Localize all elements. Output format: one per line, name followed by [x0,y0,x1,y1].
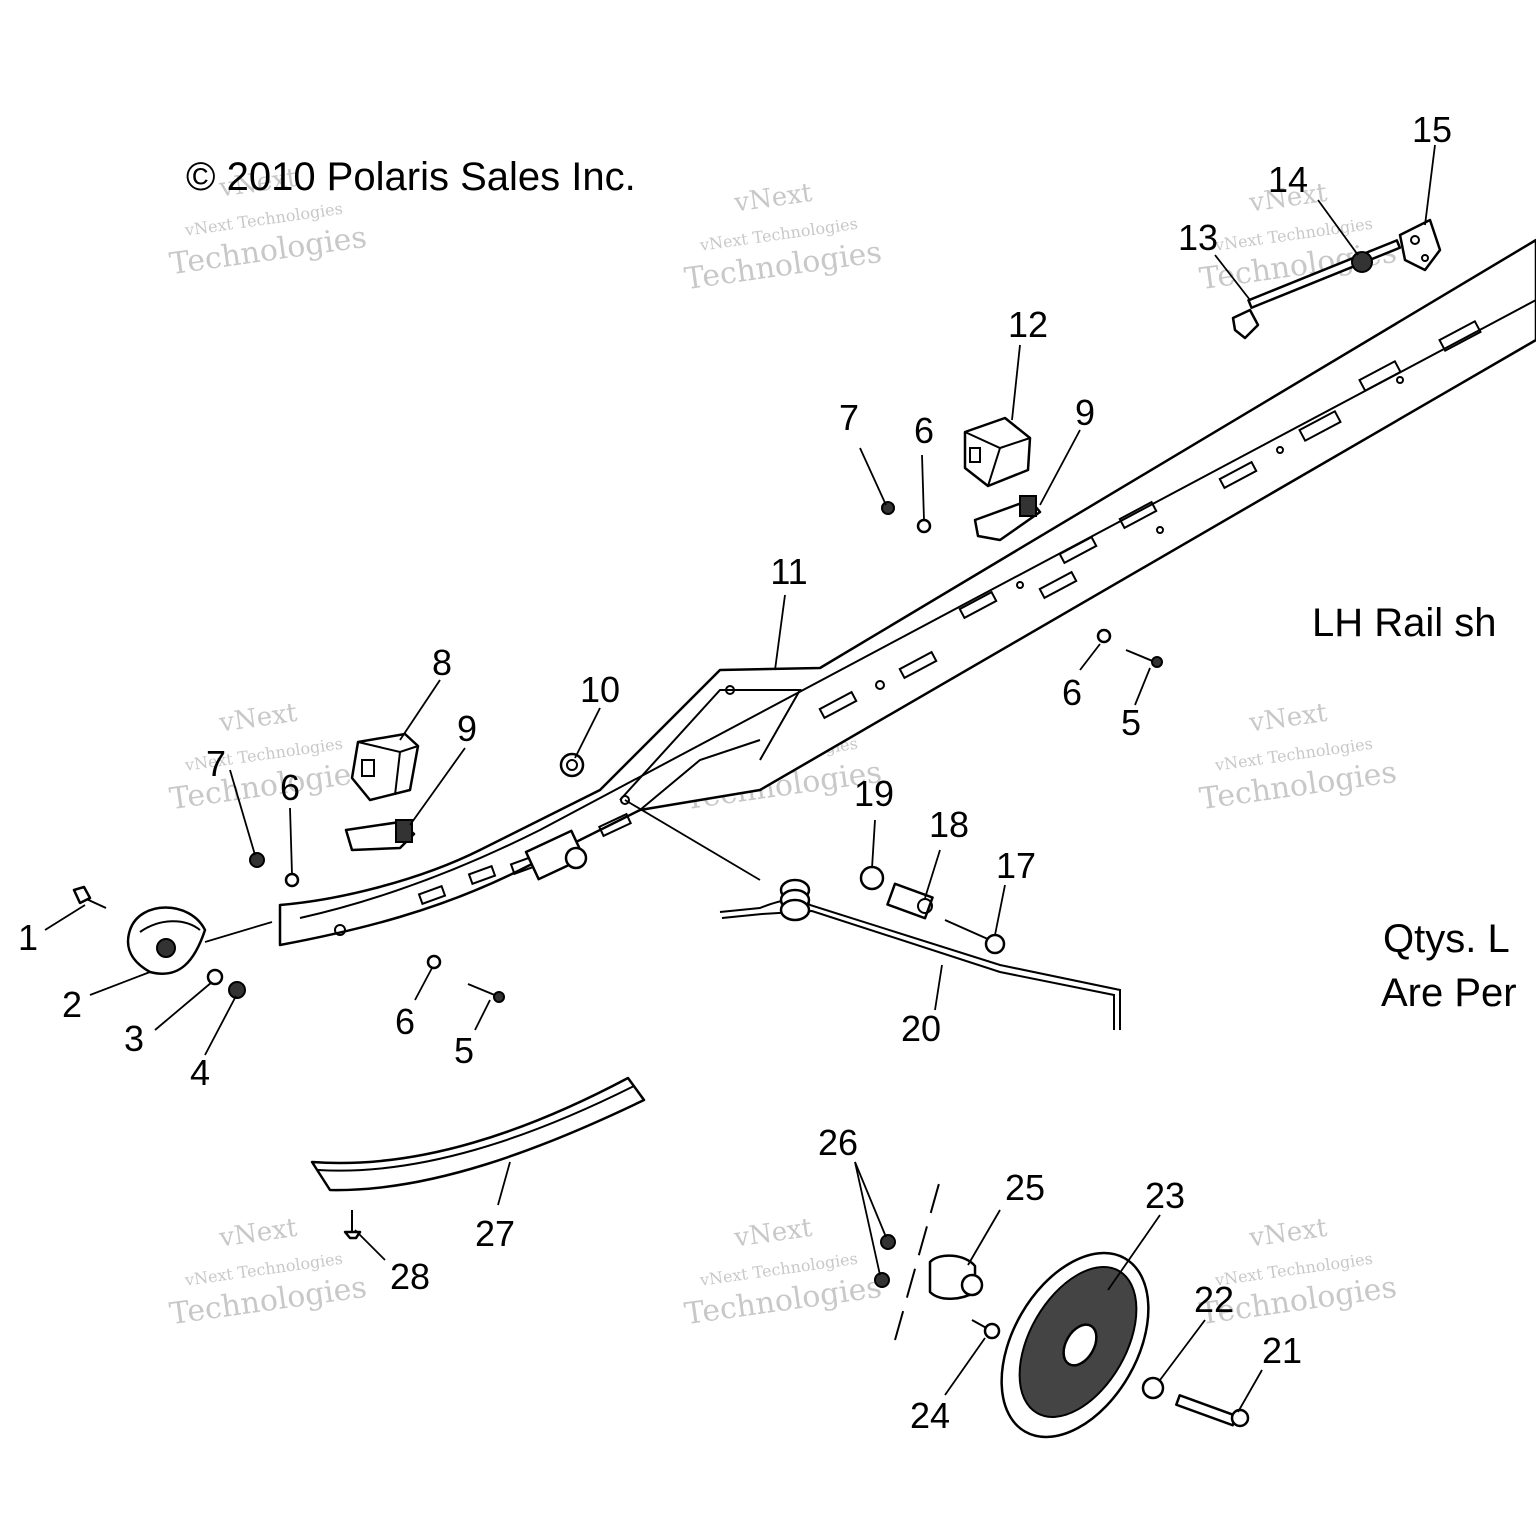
bolt-21 [1175,1394,1250,1428]
callout-18: 18 [929,804,969,845]
insert-upper [973,495,1042,542]
rail-pivot-mount [524,829,586,881]
copyright-text: © 2010 Polaris Sales Inc. [186,155,636,199]
washer-22 [1141,1376,1165,1400]
nut-7-upper [881,501,895,515]
watermark-word: vNext [732,1213,815,1254]
bolt-24 [971,1319,1001,1340]
callout-8: 8 [432,642,452,683]
callout-labels: 15 14 13 12 9 7 6 11 10 8 9 7 6 6 5 19 1… [18,109,1452,1436]
callout-17: 17 [996,845,1036,886]
callout-5-right: 5 [1121,702,1141,743]
callout-1: 1 [18,917,38,958]
watermark-8: vNext vNext Technologies Technologies [682,1213,883,1332]
callout-9-lower: 9 [457,708,477,749]
qty-note-line2: Are Per [1381,971,1517,1015]
callout-21: 21 [1262,1330,1302,1371]
nut-7-lower [249,852,265,868]
callout-14: 14 [1268,159,1308,200]
rear-bracket [1398,218,1442,272]
watermark-word: vNext [1247,698,1330,739]
nut-26-upper [880,1234,896,1250]
callout-25: 25 [1005,1167,1045,1208]
callout-6-lower: 6 [280,767,300,808]
washer-19 [859,865,885,891]
callout-7-lower: 7 [206,743,226,784]
callout-19: 19 [854,773,894,814]
callout-26: 26 [818,1122,858,1163]
slider-block-upper [963,416,1032,488]
callout-6-right: 6 [1062,672,1082,713]
washer-6-lower [284,872,300,888]
front-bolt [72,885,107,909]
callout-10: 10 [580,669,620,710]
callout-27: 27 [475,1213,515,1254]
callout-12: 12 [1008,304,1048,345]
callout-11: 11 [770,551,807,592]
watermark-2: vNext vNext Technologies Technologies [682,178,883,297]
leader-lines [44,144,1436,1413]
rail-side-note: LH Rail sh [1312,601,1497,645]
insert-lower [344,819,416,852]
bushing-18 [886,882,934,920]
nut-26-lower [874,1272,890,1288]
watermark-word: vNext [732,178,815,219]
washer-6-bottom [426,954,442,970]
wear-strip-27 [310,1076,646,1192]
watermark-6: vNext vNext Technologies Technologies [1197,698,1398,817]
callout-13: 13 [1178,217,1218,258]
callout-9-upper: 9 [1075,392,1095,433]
watermark-4: vNext vNext Technologies Technologies [167,698,368,817]
callout-15: 15 [1412,109,1452,150]
bolt-5-bottom [467,983,505,1003]
callout-5-bottom: 5 [454,1030,474,1071]
callout-7-upper: 7 [839,397,859,438]
idler-wheel-23 [1000,1251,1150,1439]
watermark-word: vNext [1247,1213,1330,1254]
hub-25 [928,1254,984,1300]
callout-20: 20 [901,1008,941,1049]
rail-slots [417,319,1482,906]
front-bumper [126,906,207,975]
rear-nut [1351,251,1373,273]
watermark-word: vNext [217,698,300,739]
callout-4: 4 [190,1052,210,1093]
torsion-spring-20 [719,878,1121,1030]
washer-6-right [1096,628,1112,644]
slider-block-lower [350,732,420,802]
qty-note-line1: Qtys. L [1383,917,1510,961]
callout-2: 2 [62,984,82,1025]
bumper-nut-10 [559,752,585,778]
callout-22: 22 [1194,1279,1234,1320]
bolt-17 [944,919,1006,955]
callout-28: 28 [390,1256,430,1297]
callout-24: 24 [910,1395,950,1436]
slide-rail [278,238,1536,947]
callout-23: 23 [1145,1175,1185,1216]
callout-3: 3 [124,1018,144,1059]
washer-3 [206,968,224,986]
nut-4 [228,981,246,999]
rail-holes [334,376,1404,936]
callout-6-upper: 6 [914,410,934,451]
watermark-7: vNext vNext Technologies Technologies [167,1213,368,1332]
axis-line [894,1179,941,1341]
bolt-5-right [1125,649,1163,668]
washer-6-upper [916,518,932,534]
callout-6-bottom: 6 [395,1001,415,1042]
watermark-word: vNext [217,1213,300,1254]
screw-28 [343,1210,362,1240]
